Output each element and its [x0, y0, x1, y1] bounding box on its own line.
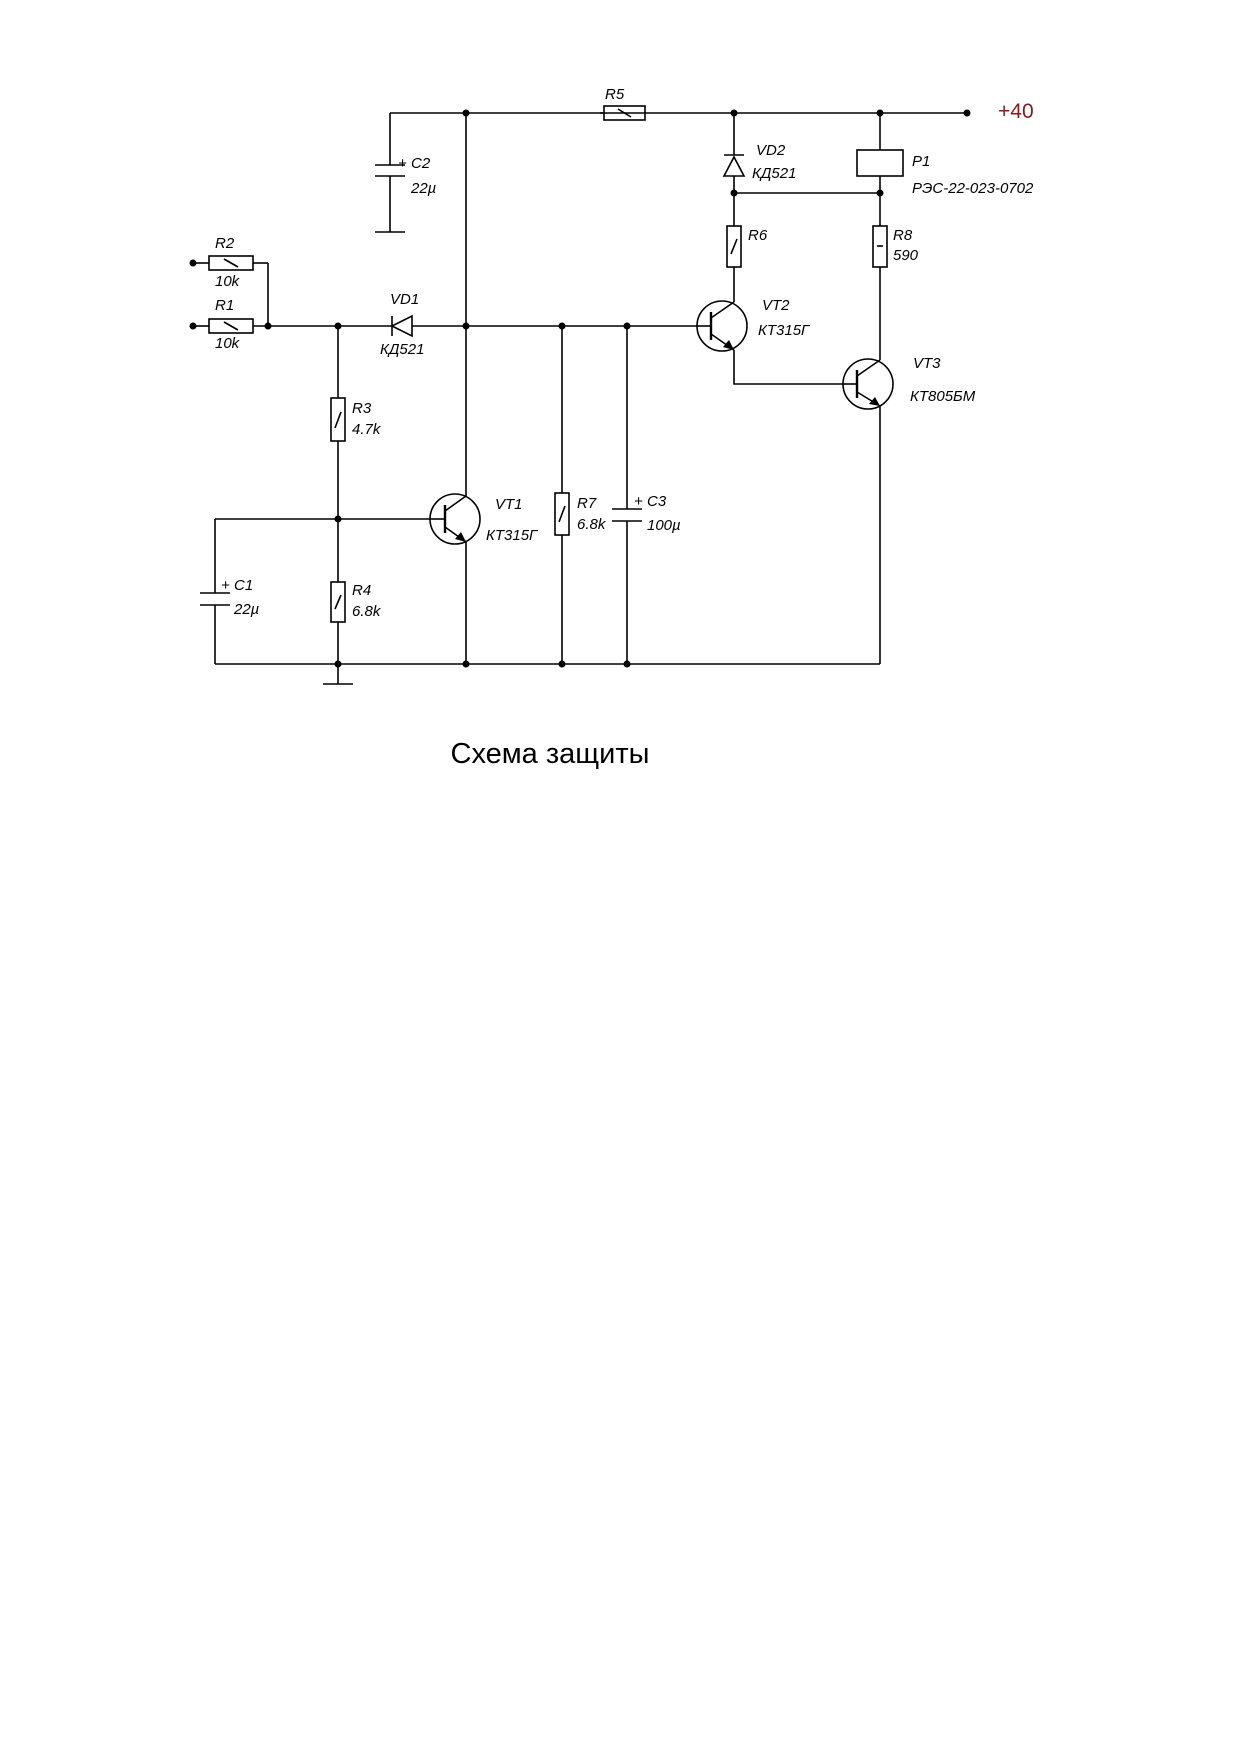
- vd2-ref: VD2: [756, 142, 786, 159]
- relay-p1-coil: [856, 149, 904, 177]
- r8-value: 590: [893, 247, 919, 264]
- r1-ref: R1: [215, 297, 234, 314]
- r6-ref: R6: [748, 227, 768, 244]
- capacitor-c1: [200, 592, 230, 606]
- transistor-vt3: [842, 358, 894, 410]
- resistor-r6: [726, 225, 742, 268]
- r8-ref: R8: [893, 227, 913, 244]
- resistor-r7: [554, 492, 570, 536]
- c1-plus: +: [221, 577, 230, 594]
- vt1-ref: VT1: [495, 496, 523, 513]
- c2-value: 22µ: [410, 180, 436, 197]
- resistor-r3: [330, 397, 346, 442]
- r2-ref: R2: [215, 235, 235, 252]
- c1-ref: C1: [234, 577, 253, 594]
- c3-ref: C3: [647, 493, 667, 510]
- r2-value: 10k: [215, 273, 241, 290]
- r7-value: 6.8k: [577, 516, 607, 533]
- diagram-caption: Схема защиты: [450, 738, 650, 770]
- vd1-part: КД521: [380, 341, 424, 358]
- resistor-r5: [603, 105, 646, 121]
- c3-value: 100µ: [647, 517, 681, 534]
- c2-ref: C2: [411, 155, 431, 172]
- vd2-part: КД521: [752, 165, 796, 182]
- resistor-r8: [872, 225, 888, 268]
- vt2-part: КТ315Г: [758, 322, 811, 339]
- resistor-r4: [330, 581, 346, 623]
- vt2-emitter-to-vt3-base-wire: [733, 350, 844, 385]
- wires: [193, 112, 967, 685]
- diode-vd2: [722, 154, 746, 177]
- r4-value: 6.8k: [352, 603, 382, 620]
- junction-dots: [189, 109, 971, 668]
- p1-part: РЭС-22-023-0702: [912, 180, 1034, 197]
- capacitor-c2: [375, 164, 405, 177]
- transistor-vt1: [429, 493, 481, 545]
- r5-ref: R5: [605, 86, 625, 103]
- p1-ref: P1: [912, 153, 930, 170]
- vt1-part: КТ315Г: [486, 527, 539, 544]
- r7-ref: R7: [577, 495, 597, 512]
- r3-value: 4.7k: [352, 421, 382, 438]
- capacitor-c3: [612, 508, 642, 522]
- vt2-ref: VT2: [762, 297, 790, 314]
- transistor-vt2: [696, 300, 748, 352]
- r3-ref: R3: [352, 400, 372, 417]
- diode-vd1: [390, 314, 413, 338]
- resistor-r2: [208, 255, 254, 271]
- c3-plus: +: [634, 493, 643, 510]
- r4-ref: R4: [352, 582, 371, 599]
- c1-value: 22µ: [233, 601, 259, 618]
- supply-voltage-label: +40: [998, 100, 1034, 123]
- r1-value: 10k: [215, 335, 241, 352]
- c2-plus: +: [398, 155, 407, 172]
- resistor-r1: [208, 318, 254, 334]
- component-labels: +40 R5 + C2 22µ VD2 КД521 P1 РЭС-22-023-…: [215, 86, 1034, 620]
- vt3-part: КТ805БМ: [910, 388, 976, 405]
- vt3-ref: VT3: [913, 355, 941, 372]
- vd1-ref: VD1: [390, 291, 419, 308]
